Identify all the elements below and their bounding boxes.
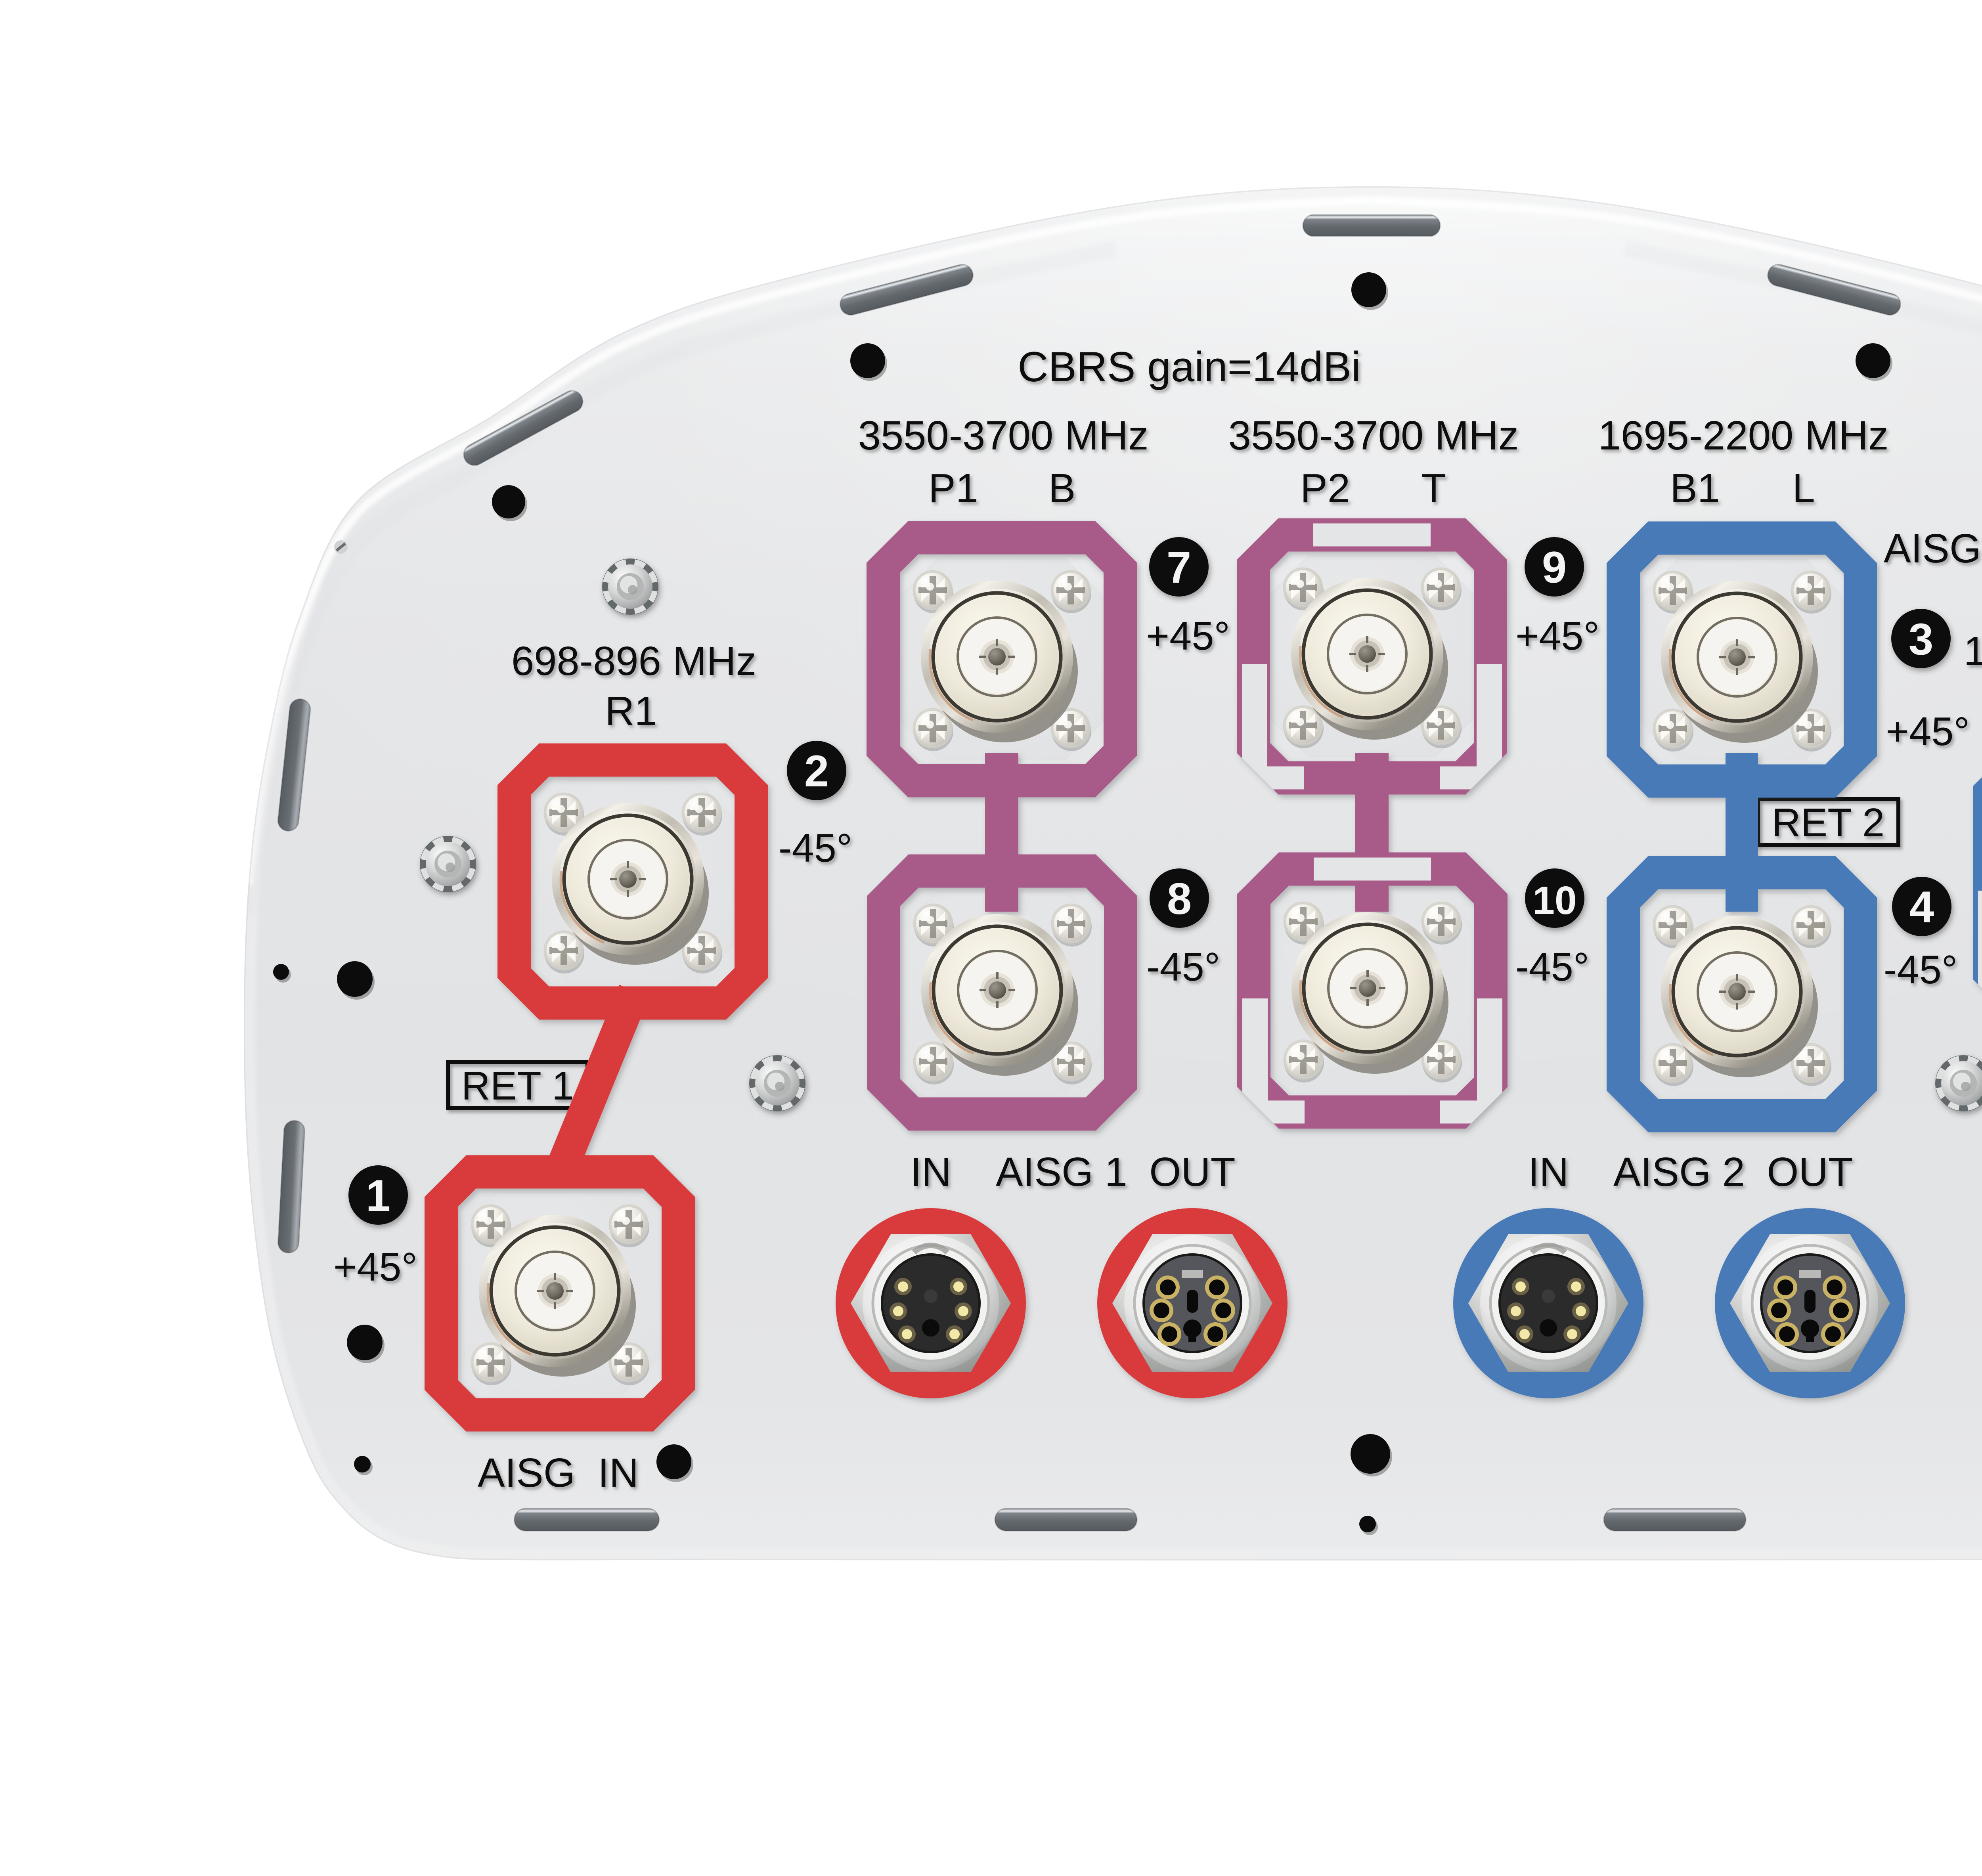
svg-text:OUT: OUT bbox=[1767, 1149, 1853, 1195]
svg-text:4: 4 bbox=[1909, 882, 1934, 932]
svg-text:-45°: -45° bbox=[779, 826, 852, 870]
svg-text:3550-3700 MHz: 3550-3700 MHz bbox=[1228, 413, 1519, 458]
svg-text:+45°: +45° bbox=[333, 1245, 417, 1289]
svg-text:IN: IN bbox=[1528, 1149, 1569, 1195]
svg-text:7: 7 bbox=[1167, 543, 1191, 592]
svg-text:P2: P2 bbox=[1300, 465, 1350, 511]
svg-text:1: 1 bbox=[366, 1171, 390, 1220]
svg-text:RET 2: RET 2 bbox=[1772, 801, 1884, 845]
svg-text:AISG IN: AISG IN bbox=[478, 1450, 639, 1495]
svg-text:2: 2 bbox=[804, 746, 829, 796]
svg-text:+45°: +45° bbox=[1886, 709, 1970, 754]
svg-text:1695-2200 MHz: 1695-2200 MHz bbox=[1964, 628, 1982, 674]
svg-text:R1: R1 bbox=[605, 688, 657, 734]
svg-text:T: T bbox=[1421, 465, 1446, 511]
svg-text:CBRS gain=14dBi: CBRS gain=14dBi bbox=[1018, 343, 1360, 390]
svg-text:+45°: +45° bbox=[1515, 614, 1599, 658]
svg-text:10: 10 bbox=[1532, 878, 1576, 923]
svg-text:RET 1: RET 1 bbox=[461, 1064, 574, 1108]
svg-text:AISG IN: AISG IN bbox=[1884, 526, 1982, 571]
svg-text:B1: B1 bbox=[1670, 465, 1720, 511]
svg-text:IN: IN bbox=[911, 1149, 951, 1195]
svg-text:-45°: -45° bbox=[1146, 945, 1220, 989]
svg-text:9: 9 bbox=[1542, 543, 1567, 592]
svg-text:3550-3700 MHz: 3550-3700 MHz bbox=[858, 413, 1149, 458]
svg-text:+45°: +45° bbox=[1146, 614, 1230, 658]
svg-text:P1: P1 bbox=[928, 465, 978, 511]
svg-text:8: 8 bbox=[1167, 874, 1192, 924]
svg-text:B: B bbox=[1048, 465, 1076, 511]
svg-text:698-896 MHz: 698-896 MHz bbox=[511, 638, 756, 684]
svg-text:-45°: -45° bbox=[1884, 948, 1957, 992]
svg-text:AISG 1: AISG 1 bbox=[996, 1149, 1127, 1195]
svg-text:-45°: -45° bbox=[1515, 945, 1589, 989]
svg-text:1695-2200 MHz: 1695-2200 MHz bbox=[1598, 413, 1889, 458]
svg-text:3: 3 bbox=[1909, 614, 1933, 664]
svg-text:L: L bbox=[1792, 465, 1815, 511]
svg-text:AISG 2: AISG 2 bbox=[1613, 1149, 1745, 1195]
svg-text:OUT: OUT bbox=[1149, 1149, 1235, 1195]
